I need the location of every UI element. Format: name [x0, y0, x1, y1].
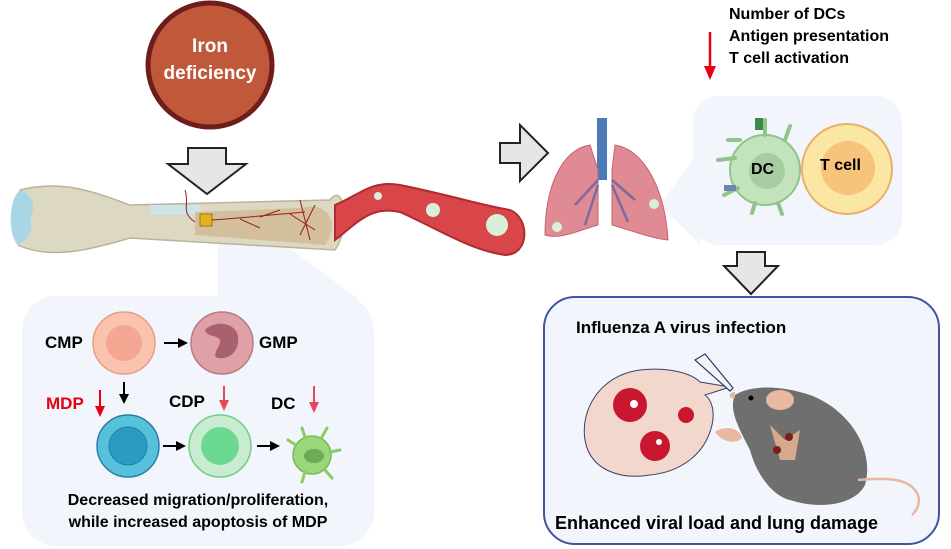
bone-marrow-caption: Decreased migration/proliferation, while… — [22, 490, 374, 534]
blood-vessel-illustration — [334, 183, 526, 257]
arrow-mdp-to-cdp — [163, 441, 186, 451]
mdp-cell — [96, 414, 160, 478]
decrease-arrow-icon — [704, 32, 716, 80]
dc-effect-item: Antigen presentation — [729, 28, 890, 45]
iron-deficiency-label: Iron deficiency — [148, 33, 272, 87]
vessel-cell — [486, 214, 508, 236]
virus-speech-bubble — [583, 368, 731, 477]
mdp-decrease-icon — [95, 390, 105, 417]
t-cell-illustration — [801, 123, 893, 215]
bone-illustration — [10, 185, 345, 254]
mdp-label: MDP — [46, 394, 84, 413]
vessel-cell — [426, 203, 440, 217]
right-arrow-icon — [499, 122, 550, 184]
infection-title: Influenza A virus infection — [576, 318, 787, 337]
infection-outcome: Enhanced viral load and lung damage — [555, 513, 879, 533]
pipette-icon — [693, 353, 734, 392]
virus-icon — [613, 388, 647, 422]
arrow-cmp-to-mdp — [119, 382, 129, 404]
cdp-label: CDP — [169, 392, 205, 411]
virus-icon — [640, 431, 670, 461]
dc-label: DC — [751, 161, 775, 178]
dc-effect-item: Number of DCs — [729, 6, 846, 23]
gmp-cell — [190, 311, 254, 375]
virus-icon — [678, 407, 694, 423]
gmp-label: GMP — [259, 333, 298, 352]
dendritic-cell-illustration — [716, 118, 801, 216]
down-arrow-icon — [721, 251, 781, 296]
arrow-cmp-to-gmp — [164, 338, 188, 348]
dc-cell — [286, 426, 342, 484]
dc-effects-list: Number of DCs Antigen presentation T cel… — [729, 4, 889, 70]
lungs-illustration — [544, 118, 669, 241]
iron-deficiency-line1: Iron — [192, 36, 228, 57]
cmp-cell — [92, 311, 156, 375]
dc-stage-label: DC — [271, 394, 296, 413]
dc-decrease-icon — [309, 386, 319, 413]
arrow-cdp-to-dc — [257, 441, 280, 451]
lung-callout-wedge — [660, 150, 700, 245]
iron-deficiency-line2: deficiency — [163, 63, 257, 84]
t-cell-label: T cell — [820, 157, 861, 174]
cmp-label: CMP — [45, 333, 83, 352]
caption-line1: Decreased migration/proliferation, — [67, 492, 329, 509]
cdp-decrease-icon — [219, 386, 229, 411]
cdp-cell — [188, 414, 252, 478]
bone-callout-wedge — [218, 240, 360, 300]
caption-line2: while increased apoptosis of MDP — [68, 514, 328, 531]
dc-effect-item: T cell activation — [729, 50, 850, 67]
down-arrow-icon — [165, 147, 249, 196]
mouse-illustration — [715, 387, 920, 516]
iron-deficiency-node — [145, 0, 275, 130]
vessel-cell — [374, 192, 382, 200]
